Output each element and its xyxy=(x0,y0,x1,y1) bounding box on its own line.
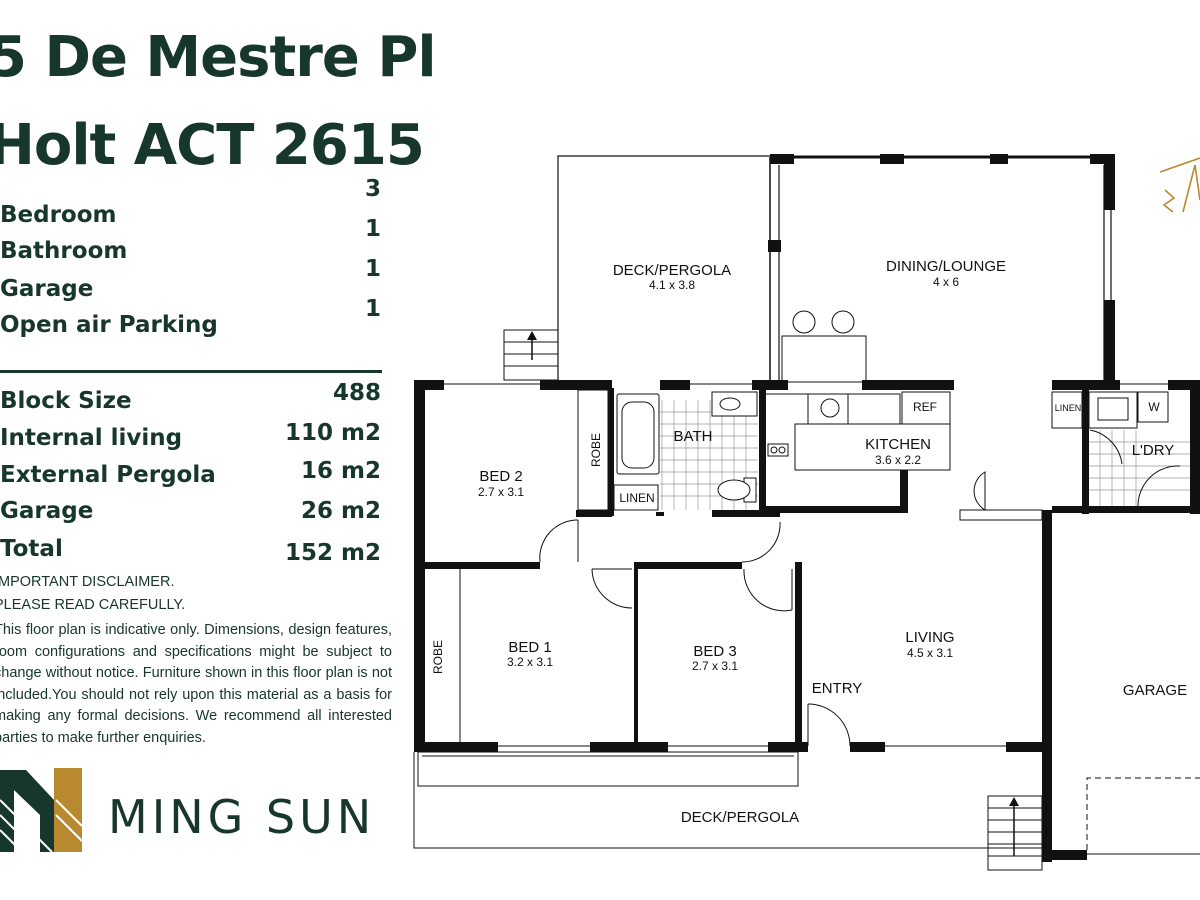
area-label: Internal living xyxy=(0,425,183,451)
brand-name: MING SUN xyxy=(108,790,376,844)
area-value: 110 m2 xyxy=(285,420,381,446)
disclaimer-heading: IMPORTANT DISCLAIMER. xyxy=(0,574,175,590)
linen-bath-outline xyxy=(613,484,659,511)
washer-box xyxy=(1137,391,1169,423)
area-value: 16 m2 xyxy=(301,458,381,484)
feature-value: 3 xyxy=(364,176,381,202)
room-laundry: L'DRY xyxy=(1132,442,1175,459)
room-linen-laundry: LINEN xyxy=(1055,403,1082,413)
kitchen-sink-area xyxy=(807,393,849,425)
room-bed3-dims: 2.7 x 3.1 xyxy=(692,659,738,673)
room-deck-pergola-top-dims: 4.1 x 3.8 xyxy=(649,278,695,292)
up-arrow-icon xyxy=(527,331,537,360)
laundry-tub-inner xyxy=(1097,397,1129,421)
brand-logo-icon xyxy=(0,768,83,853)
cooktop xyxy=(767,443,789,457)
room-deck-pergola-top: DECK/PERGOLA xyxy=(613,262,731,279)
kitchen-island xyxy=(794,423,951,471)
door-entry xyxy=(807,703,851,747)
feature-label: Open air Parking xyxy=(0,312,218,338)
door-bed3 xyxy=(743,568,793,612)
disclaimer-body: This floor plan is indicative only. Dime… xyxy=(0,622,392,746)
up-arrow-icon xyxy=(1009,797,1019,856)
divider xyxy=(0,370,382,373)
door-laundry-inner xyxy=(1089,429,1123,465)
room-ref: REF xyxy=(913,400,937,414)
feature-label: Bathroom xyxy=(0,238,128,264)
room-kitchen-dims: 3.6 x 2.2 xyxy=(875,453,921,467)
room-bath: BATH xyxy=(674,428,713,445)
room-living-dims: 4.5 x 3.1 xyxy=(907,646,953,660)
stairs-left xyxy=(503,329,559,381)
room-kitchen: KITCHEN xyxy=(865,436,931,453)
area-label: Total xyxy=(0,536,63,562)
room-washer: W xyxy=(1148,400,1160,414)
feature-value: 1 xyxy=(364,256,381,282)
area-label: External Pergola xyxy=(0,462,216,488)
bar-curve xyxy=(973,471,986,511)
feature-value: 1 xyxy=(364,216,381,242)
kitchen-bench-top xyxy=(766,393,901,424)
door-bath xyxy=(741,521,781,563)
dining-chair xyxy=(831,310,855,334)
feature-label: Bedroom xyxy=(0,202,117,228)
room-bed2-dims: 2.7 x 3.1 xyxy=(478,485,524,499)
bathtub xyxy=(616,393,660,475)
room-robe2: ROBE xyxy=(589,433,603,467)
room-garage: GARAGE xyxy=(1123,682,1187,699)
room-bed2: BED 2 xyxy=(479,468,522,485)
bathtub-inner xyxy=(621,401,655,469)
robe2-outline xyxy=(577,389,609,511)
external-walls xyxy=(414,380,1200,862)
laundry-tub xyxy=(1088,391,1138,429)
door-bed2 xyxy=(539,519,579,563)
feature-label: Garage xyxy=(0,276,94,302)
logo-gold-bar xyxy=(54,768,82,852)
internal-walls xyxy=(422,384,1200,748)
bath-vanity xyxy=(711,391,758,417)
room-robe1: ROBE xyxy=(431,640,445,674)
bath-basin xyxy=(719,397,741,411)
toilet-bowl xyxy=(717,479,751,501)
kitchen-sink xyxy=(820,398,840,418)
feature-value: 1 xyxy=(364,296,381,322)
dining-table xyxy=(781,335,867,383)
breakfast-bar xyxy=(959,509,1043,521)
room-bed3: BED 3 xyxy=(693,643,736,660)
room-bed1: BED 1 xyxy=(508,639,551,656)
address-line-2: Holt ACT 2615 xyxy=(0,113,425,178)
door-laundry-garage xyxy=(1137,465,1181,507)
dining-chair xyxy=(792,310,816,334)
door-bed1 xyxy=(591,568,633,609)
room-living: LIVING xyxy=(905,629,954,646)
room-deck-pergola-bottom: DECK/PERGOLA xyxy=(681,809,799,826)
disclaimer-subheading: PLEASE READ CAREFULLY. xyxy=(0,597,186,613)
planter-box xyxy=(417,751,799,787)
area-value: 26 m2 xyxy=(301,498,381,524)
room-linen-bath: LINEN xyxy=(619,491,654,505)
area-label: Block Size xyxy=(0,388,132,414)
garage-parking-outline xyxy=(1086,777,1200,850)
area-value: 488 xyxy=(332,380,381,406)
room-bed1-dims: 3.2 x 3.1 xyxy=(507,655,553,669)
address-line-1: 5 De Mestre Pl xyxy=(0,25,437,90)
linen-laundry-box xyxy=(1051,391,1083,429)
room-dining-lounge: DINING/LOUNGE xyxy=(886,258,1006,275)
room-entry: ENTRY xyxy=(812,680,863,697)
north-arrow-icon xyxy=(1159,157,1200,213)
area-label: Garage xyxy=(0,498,94,524)
room-dining-lounge-dims: 4 x 6 xyxy=(933,275,959,289)
area-value: 152 m2 xyxy=(285,540,381,566)
deck-pergola-bottom-outline xyxy=(413,752,1042,849)
deck-pergola-top-outline xyxy=(557,155,770,380)
dining-wall-segments xyxy=(768,154,1115,385)
stairs-right xyxy=(987,795,1043,871)
logo-stripes xyxy=(0,799,83,853)
logo-dark-shape xyxy=(0,770,54,852)
